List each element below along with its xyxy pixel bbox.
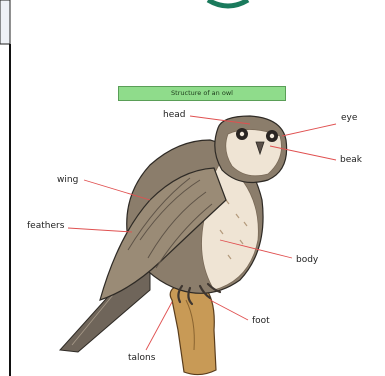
leader-foot xyxy=(210,300,248,320)
label-feathers: feathers xyxy=(27,221,64,231)
top-logo-fragment xyxy=(208,0,248,6)
label-eye: eye xyxy=(341,113,357,123)
label-wing: wing xyxy=(57,175,78,185)
right-eye-glint xyxy=(270,134,274,138)
leader-eye xyxy=(282,124,336,136)
frame-corner-box xyxy=(0,0,10,44)
leader-feathers xyxy=(68,228,132,232)
diagram-title: Structure of an owl xyxy=(118,86,286,101)
label-talons: talons xyxy=(128,353,155,363)
label-beak: beak xyxy=(340,155,362,165)
leader-talons xyxy=(146,302,172,350)
label-head: head xyxy=(163,110,185,120)
label-foot: foot xyxy=(252,316,270,326)
label-body: body xyxy=(296,255,318,265)
left-eye-glint xyxy=(240,132,244,136)
